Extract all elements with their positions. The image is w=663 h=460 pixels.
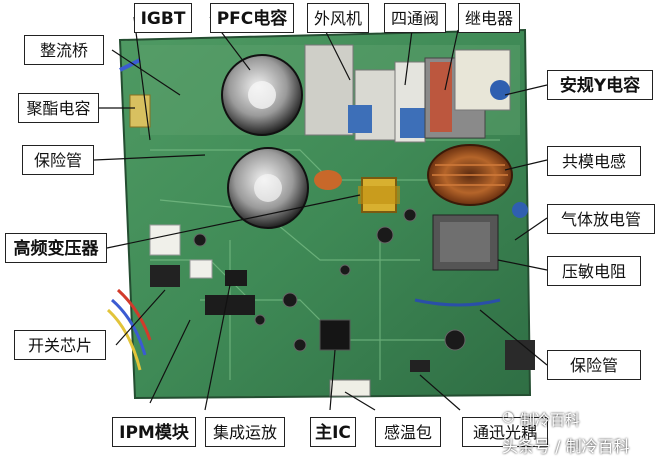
- op-amp-chip: [225, 270, 247, 286]
- label-ipm-module: IPM模块: [112, 417, 196, 447]
- relay-white: [454, 49, 511, 111]
- label-main-ic: 主IC: [310, 417, 356, 447]
- label-temp-sensor: 感温包: [375, 417, 441, 447]
- ipm-module: [205, 295, 255, 315]
- label-pfc-capacitor: PFC电容: [210, 3, 294, 33]
- label-op-amp: 集成运放: [205, 417, 285, 447]
- switch-chip: [150, 265, 180, 287]
- label-fuse-left: 保险管: [22, 145, 94, 175]
- small-capacitors: [193, 208, 466, 352]
- chat-bubble-icon: ◔: [502, 409, 515, 425]
- y-capacitor: [490, 80, 510, 100]
- label-varistor: 压敏电阻: [547, 256, 641, 286]
- label-optocoupler: 通迅光耦: [462, 417, 548, 447]
- watermark-line-2: 头条号 / 制冷百科: [502, 437, 630, 456]
- relay-block-1: [304, 44, 354, 136]
- white-connector-2: [189, 259, 213, 279]
- wires: [106, 58, 501, 371]
- watermark-line-1: 制冷百科: [520, 411, 581, 429]
- temp-connector: [329, 379, 371, 397]
- label-relay: 继电器: [458, 3, 520, 33]
- main-ic: [319, 319, 351, 351]
- label-hf-transformer: 高频变压器: [5, 233, 107, 263]
- optocoupler-chip: [410, 360, 430, 372]
- dark-connector: [505, 340, 535, 370]
- blue-relay-2: [400, 108, 426, 138]
- label-outdoor-fan: 外风机: [307, 3, 369, 33]
- label-four-way-valve: 四通阀: [384, 3, 446, 33]
- watermark: ◔ 制冷百科 头条号 / 制冷百科: [502, 403, 662, 459]
- label-switch-chip: 开关芯片: [14, 330, 106, 360]
- label-fuse-right: 保险管: [547, 350, 641, 380]
- label-common-mode-inductor: 共模电感: [547, 146, 641, 176]
- polyester-capacitor: [129, 94, 151, 128]
- label-polyester-capacitor: 聚酯电容: [18, 93, 99, 123]
- label-rectifier-bridge: 整流桥: [24, 35, 104, 65]
- orange-capacitor: [314, 170, 342, 190]
- label-gas-discharge-tube: 气体放电管: [547, 204, 655, 234]
- label-igbt: IGBT: [134, 3, 192, 33]
- white-connector-1: [149, 224, 181, 256]
- leader-lines: [93, 16, 548, 411]
- blue-relay-1: [348, 105, 372, 133]
- label-y-capacitor: 安规Y电容: [547, 70, 653, 100]
